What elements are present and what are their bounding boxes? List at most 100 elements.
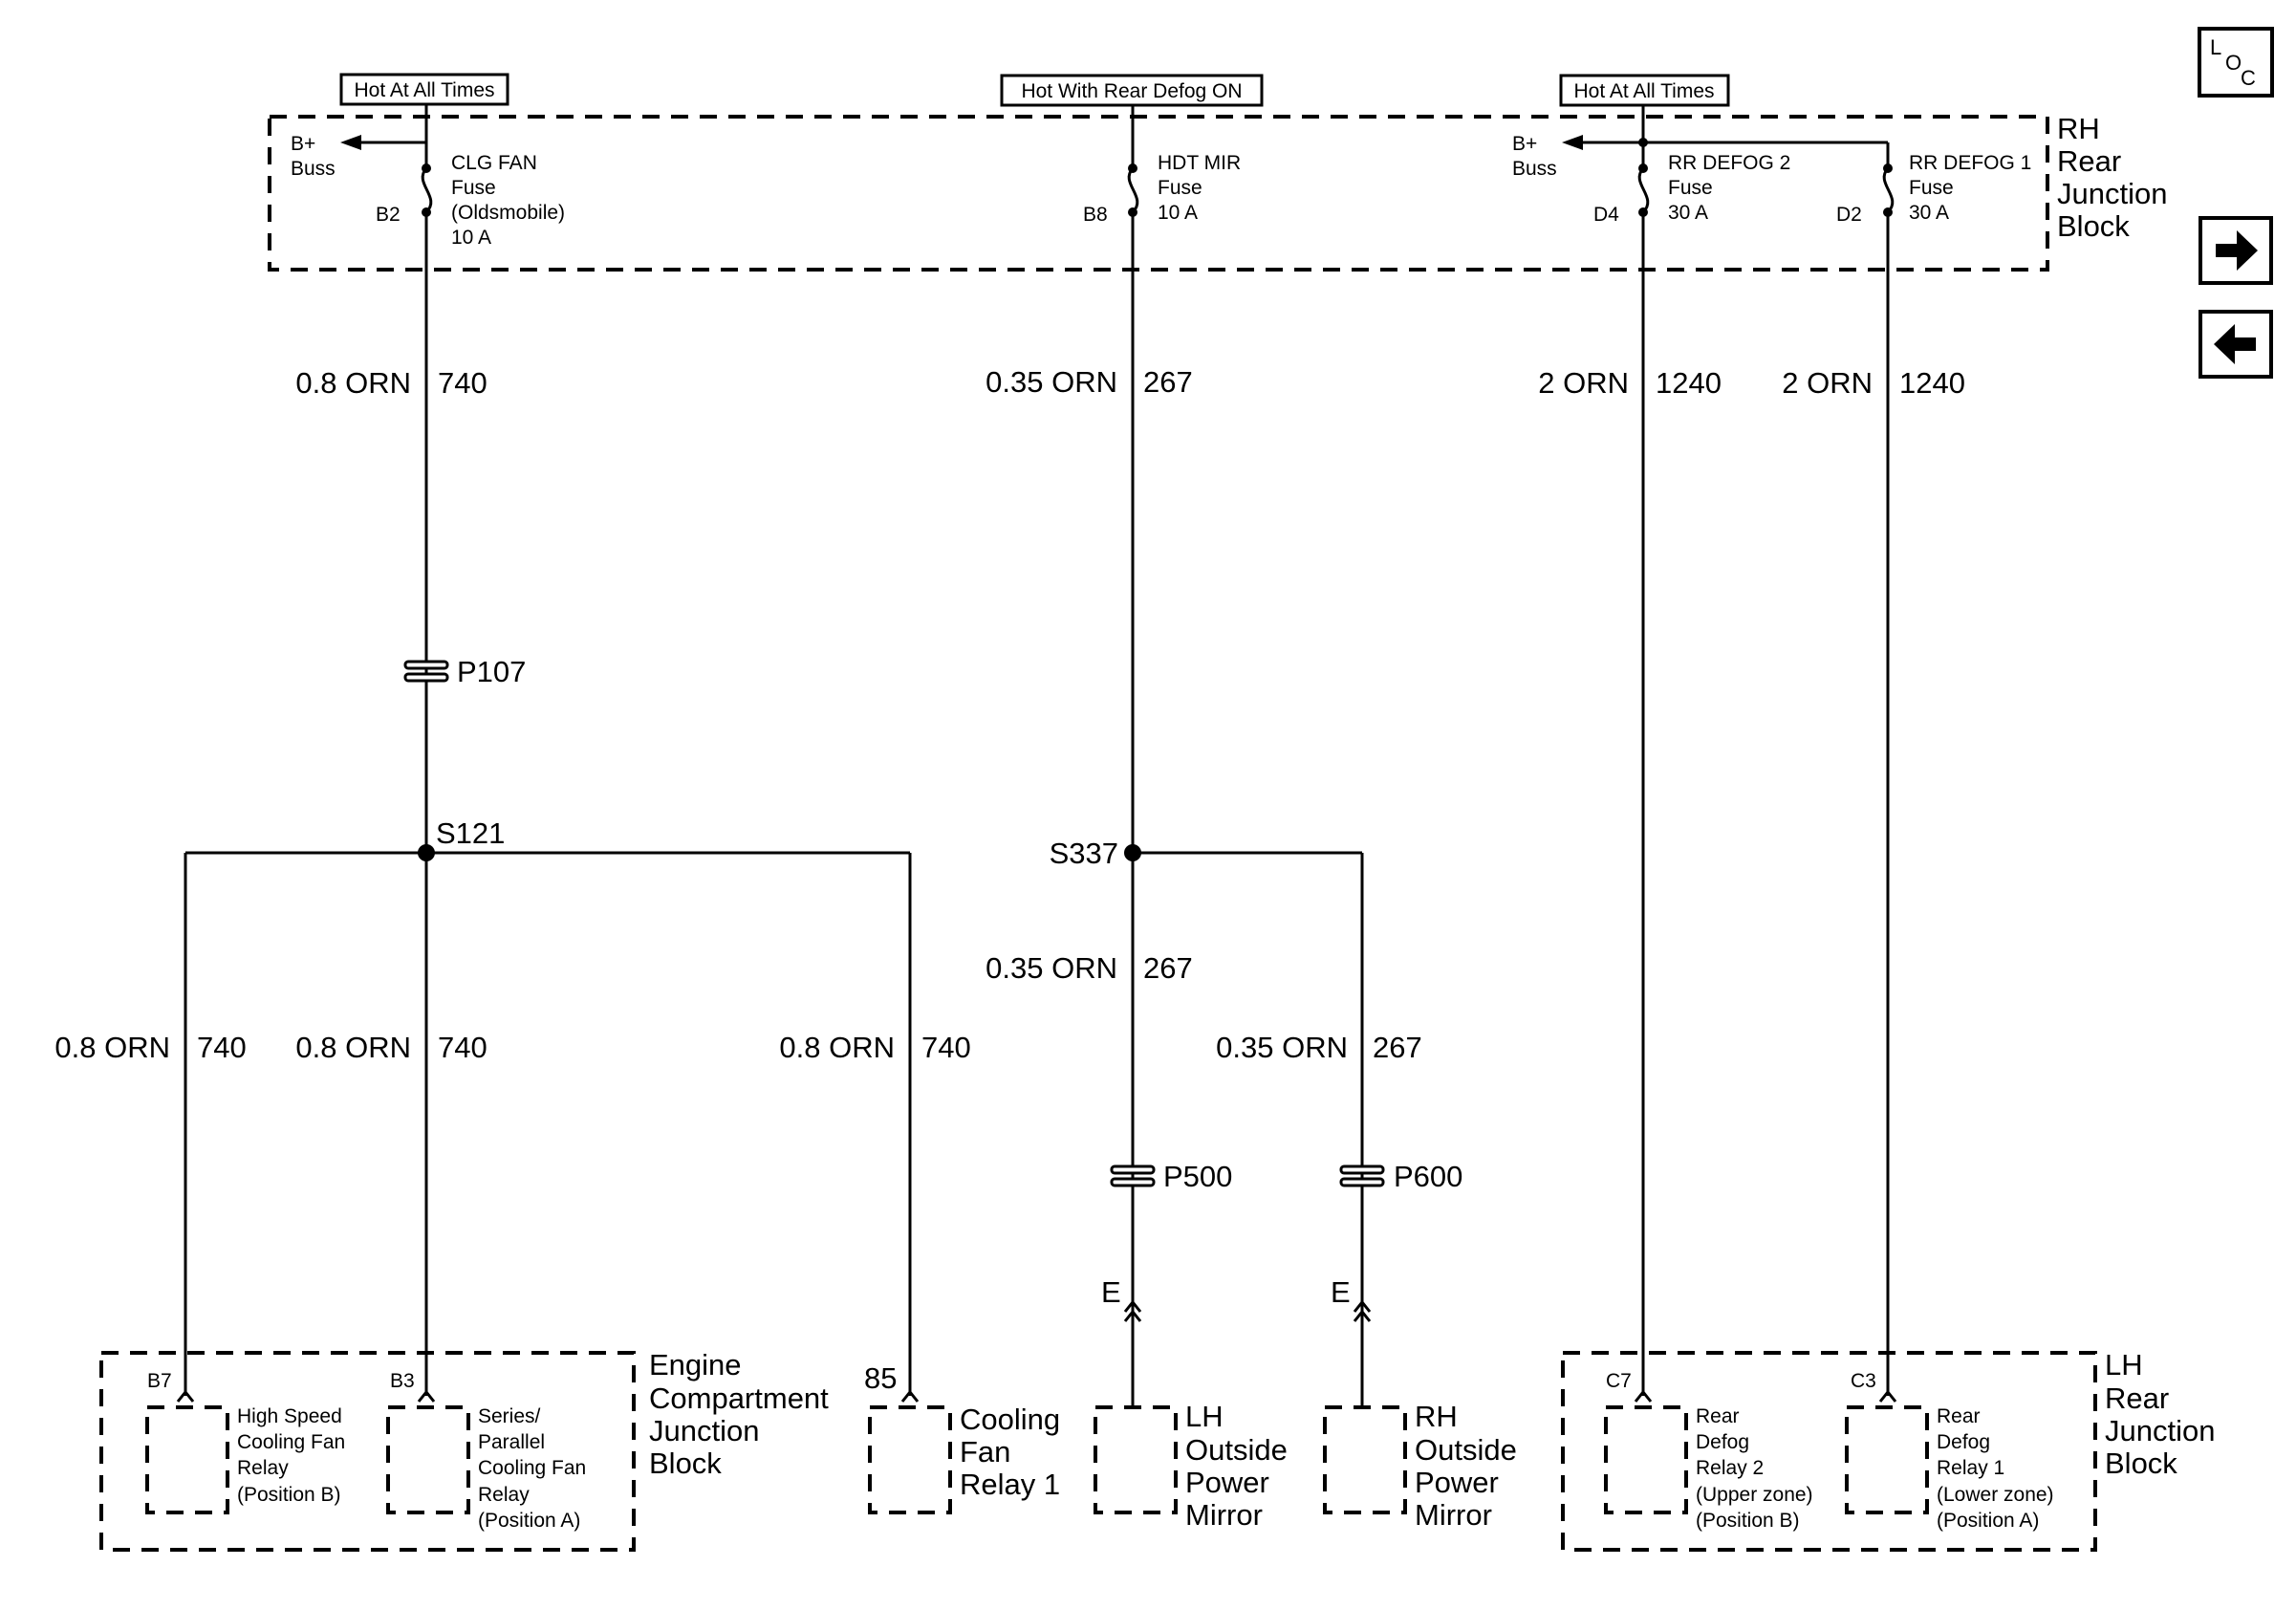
svg-text:Rear: Rear xyxy=(1696,1405,1740,1427)
svg-text:267: 267 xyxy=(1143,951,1193,985)
svg-text:740: 740 xyxy=(197,1031,247,1064)
rear-defog-relay-2: C7 Rear Defog Relay 2 (Upper zone) (Posi… xyxy=(1604,1370,1813,1532)
svg-text:2 ORN: 2 ORN xyxy=(1782,366,1873,400)
rear-defog-relay-1: C3 Rear Defog Relay 1 (Lower zone) (Posi… xyxy=(1845,1370,2054,1532)
svg-text:(Position A): (Position A) xyxy=(1937,1510,2039,1532)
svg-text:Cooling Fan: Cooling Fan xyxy=(478,1457,586,1479)
svg-text:Power: Power xyxy=(1185,1466,1269,1499)
lh-outside-power-mirror: LH Outside Power Mirror xyxy=(1094,1400,1288,1532)
b-plus-buss-right: B+ Buss xyxy=(1512,133,1890,180)
loc-letter-o: O xyxy=(2225,51,2242,75)
fuse-pin-d4: D4 xyxy=(1593,204,1619,226)
svg-text:2 ORN: 2 ORN xyxy=(1538,366,1629,400)
connector-p500: P500 xyxy=(1110,1160,1232,1193)
rh-rear-junction-block-label: RH Rear Junction Block xyxy=(2057,112,2167,243)
rh-outside-power-mirror: RH Outside Power Mirror xyxy=(1323,1400,1517,1532)
svg-text:Block: Block xyxy=(2057,209,2130,243)
lh-rear-junction-block-label: LH Rear Junction Block xyxy=(2105,1348,2215,1480)
svg-text:Mirror: Mirror xyxy=(1415,1498,1492,1532)
wire-label-1240-lower: 2 ORN 1240 xyxy=(1782,366,1965,400)
wire-label-740-c: 0.8 ORN 740 xyxy=(779,1031,970,1064)
engine-compartment-junction-block-label: Engine Compartment Junction Block xyxy=(649,1348,829,1480)
header-label-hot-at-all-times-left: Hot At All Times xyxy=(339,73,509,106)
svg-text:Block: Block xyxy=(649,1447,722,1480)
svg-text:Buss: Buss xyxy=(291,158,336,180)
svg-text:Relay 1: Relay 1 xyxy=(960,1468,1060,1501)
svg-text:S337: S337 xyxy=(1050,837,1118,870)
svg-text:C3: C3 xyxy=(1851,1370,1876,1392)
svg-text:(Position A): (Position A) xyxy=(478,1510,580,1532)
svg-text:LH: LH xyxy=(2105,1348,2143,1382)
svg-text:Fuse: Fuse xyxy=(1158,177,1202,199)
svg-text:P600: P600 xyxy=(1394,1160,1462,1193)
fuse-clg-fan: CLG FAN Fuse (Oldsmobile) 10 A B2 xyxy=(376,105,565,249)
svg-text:0.8 ORN: 0.8 ORN xyxy=(295,1031,411,1064)
svg-text:Engine: Engine xyxy=(649,1348,742,1382)
svg-text:Cooling Fan: Cooling Fan xyxy=(237,1431,345,1453)
svg-text:Relay: Relay xyxy=(478,1484,530,1506)
svg-text:E: E xyxy=(1331,1275,1351,1309)
svg-text:(Position B): (Position B) xyxy=(1696,1510,1800,1532)
loc-button[interactable]: L O C xyxy=(2198,27,2274,98)
cooling-fan-relay-1: 85 Cooling Fan Relay 1 xyxy=(864,1361,1060,1514)
svg-text:0.8 ORN: 0.8 ORN xyxy=(54,1031,170,1064)
svg-text:RR DEFOG 2: RR DEFOG 2 xyxy=(1668,152,1790,174)
engine-compartment-junction-block-outline xyxy=(99,1351,636,1552)
svg-text:0.8 ORN: 0.8 ORN xyxy=(295,366,411,400)
arrow-left-icon xyxy=(1562,135,1583,150)
lh-rear-junction-block-outline xyxy=(1561,1351,2097,1552)
connector-p600: P600 xyxy=(1339,1160,1462,1193)
svg-text:0.35 ORN: 0.35 ORN xyxy=(986,951,1117,985)
svg-text:267: 267 xyxy=(1373,1031,1422,1064)
svg-text:740: 740 xyxy=(921,1031,971,1064)
svg-text:(Oldsmobile): (Oldsmobile) xyxy=(451,202,565,224)
svg-text:Outside: Outside xyxy=(1185,1433,1288,1467)
svg-text:Relay: Relay xyxy=(237,1457,289,1479)
svg-text:Rear: Rear xyxy=(1937,1405,1981,1427)
svg-text:Fuse: Fuse xyxy=(1668,177,1713,199)
arrow-left-icon xyxy=(2214,324,2256,364)
wire-label-740-top: 0.8 ORN 740 xyxy=(295,366,487,400)
svg-text:740: 740 xyxy=(438,1031,487,1064)
svg-text:B+: B+ xyxy=(291,133,315,155)
svg-text:Junction: Junction xyxy=(649,1414,759,1447)
svg-text:(Lower zone): (Lower zone) xyxy=(1937,1484,2054,1506)
arrow-left-icon xyxy=(340,135,361,150)
svg-text:Outside: Outside xyxy=(1415,1433,1517,1467)
svg-text:RH: RH xyxy=(1415,1400,1458,1433)
svg-text:0.8 ORN: 0.8 ORN xyxy=(779,1031,895,1064)
svg-text:Power: Power xyxy=(1415,1466,1499,1499)
next-page-button[interactable] xyxy=(2199,216,2273,285)
fuse-hdt-mir: HDT MIR Fuse 10 A B8 xyxy=(1083,105,1241,226)
loc-letter-l: L xyxy=(2210,35,2221,59)
header-label-hot-at-all-times-right: Hot At All Times xyxy=(1559,74,1730,107)
svg-text:RH: RH xyxy=(2057,112,2100,145)
svg-text:10 A: 10 A xyxy=(1158,202,1198,224)
svg-text:Fuse: Fuse xyxy=(451,177,496,199)
wire-label-740-a: 0.8 ORN 740 xyxy=(54,1031,246,1064)
previous-page-button[interactable] xyxy=(2199,310,2273,379)
svg-text:Mirror: Mirror xyxy=(1185,1498,1263,1532)
terminal-e-rh-mirror: E xyxy=(1331,1275,1372,1322)
header-label-text: Hot At All Times xyxy=(354,79,494,101)
rh-rear-junction-block-outline xyxy=(268,115,2049,272)
svg-text:Fuse: Fuse xyxy=(1909,177,1954,199)
svg-text:Junction: Junction xyxy=(2057,177,2167,210)
fuse-pin-b8: B8 xyxy=(1083,204,1108,226)
header-label-hot-with-rear-defog: Hot With Rear Defog ON xyxy=(1000,74,1264,107)
svg-text:High Speed: High Speed xyxy=(237,1405,342,1427)
svg-text:Series/: Series/ xyxy=(478,1405,541,1427)
svg-text:267: 267 xyxy=(1143,365,1193,399)
svg-text:CLG FAN: CLG FAN xyxy=(451,152,537,174)
series-parallel-cooling-fan-relay: B3 Series/ Parallel Cooling Fan Relay (P… xyxy=(386,1370,586,1532)
wire-label-1240-upper: 2 ORN 1240 xyxy=(1538,366,1722,400)
svg-text:C7: C7 xyxy=(1606,1370,1632,1392)
connector-p107: P107 xyxy=(403,655,526,688)
arrow-right-icon xyxy=(2216,230,2258,271)
svg-text:Relay 2: Relay 2 xyxy=(1696,1457,1764,1479)
fuse-pin-d2: D2 xyxy=(1836,204,1862,226)
wire-label-267-mid: 0.35 ORN 267 xyxy=(986,951,1193,985)
svg-text:Cooling: Cooling xyxy=(960,1403,1060,1436)
wire-label-267-right: 0.35 ORN 267 xyxy=(1216,1031,1422,1064)
